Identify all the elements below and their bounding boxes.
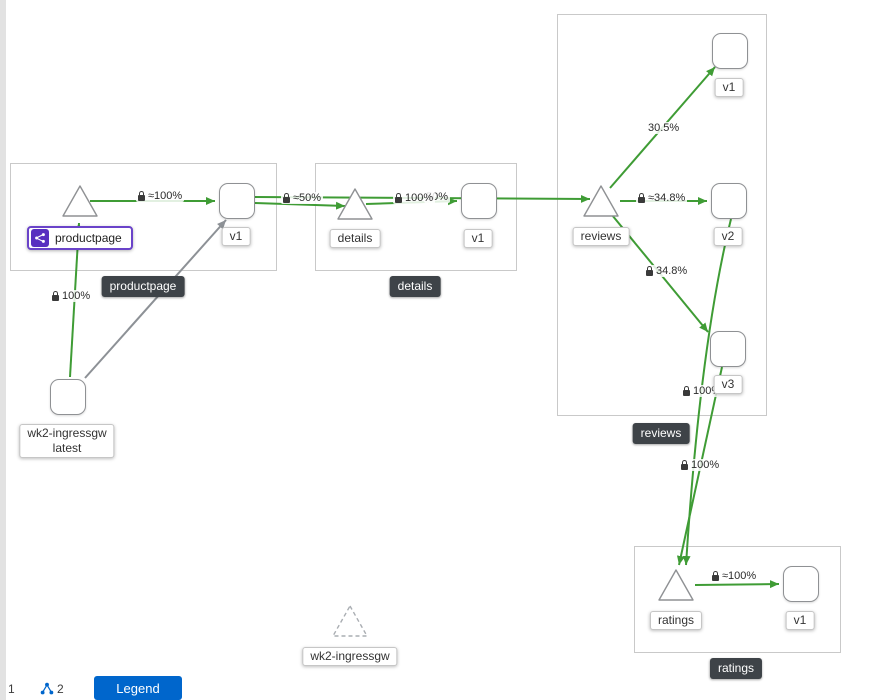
workload-node-reviews-v1[interactable] xyxy=(712,33,748,69)
graph-icon[interactable] xyxy=(40,682,54,700)
ingressgw-name: wk2-ingressgw xyxy=(27,426,107,440)
service-node-reviews[interactable] xyxy=(583,185,619,217)
mtls-lock-icon xyxy=(638,192,645,203)
mtls-lock-icon xyxy=(138,190,145,201)
idle-gateway-node[interactable] xyxy=(332,605,368,637)
mtls-lock-icon xyxy=(681,459,688,470)
workload-node-reviews-v3[interactable] xyxy=(710,331,746,367)
mtls-lock-icon xyxy=(52,290,59,301)
graph-count: 2 xyxy=(57,682,64,696)
workload-node-details-v1[interactable] xyxy=(461,183,497,219)
app-badge-productpage[interactable]: productpage xyxy=(27,226,133,250)
edge-label-reviews-to-v1: 30.5% xyxy=(646,122,682,134)
edge-ingress-to-productpage-v1[interactable] xyxy=(84,219,227,379)
mtls-lock-icon xyxy=(395,192,402,203)
edge-label-reviews-to-v2: ≈34.8% xyxy=(636,192,688,204)
node-label-idle-gateway: wk2-ingressgw xyxy=(302,647,398,666)
edge-productpage-v1-to-details[interactable] xyxy=(254,201,346,210)
edge-label-details-service-to-v1: 100% xyxy=(393,192,436,204)
scrollbar-vertical[interactable] xyxy=(0,0,6,700)
workload-node-ratings-v1[interactable] xyxy=(783,566,819,602)
node-label-ratings-v1: v1 xyxy=(785,611,815,630)
node-label-productpage-v1: v1 xyxy=(221,227,251,246)
workload-node-ingressgw[interactable] xyxy=(50,379,86,415)
workload-node-productpage-v1[interactable] xyxy=(219,183,255,219)
node-label-details-service: details xyxy=(329,229,381,248)
app-icon xyxy=(31,229,49,247)
node-label-details-v1: v1 xyxy=(463,229,493,248)
mtls-lock-icon xyxy=(712,570,719,581)
mtls-lock-icon xyxy=(646,265,653,276)
legend-button[interactable]: Legend xyxy=(94,676,182,700)
group-badge-productpage[interactable]: productpage xyxy=(101,276,185,297)
mtls-lock-icon xyxy=(283,192,290,203)
node-label-ingressgw: wk2-ingressgw latest xyxy=(19,424,115,458)
edge-label-ratings-to-v1: ≈100% xyxy=(710,570,759,582)
node-label-reviews-service: reviews xyxy=(572,227,630,246)
edge-ratings-service-to-v1[interactable] xyxy=(694,580,780,589)
node-label-ratings-service: ratings xyxy=(649,611,703,630)
edge-label-pp-service-to-v1: ≈100% xyxy=(136,190,185,202)
edge-label-ingress-to-productpage: 100% xyxy=(50,290,93,302)
ingressgw-version: latest xyxy=(52,441,82,455)
group-badge-details[interactable]: details xyxy=(389,276,441,297)
edge-label-reviews-to-v3: 34.8% xyxy=(644,265,690,277)
service-node-productpage[interactable] xyxy=(62,185,98,217)
mtls-lock-icon xyxy=(683,385,690,396)
edge-reviews-v2-to-ratings[interactable] xyxy=(682,218,732,566)
edge-label-pp-v1-to-details: ≈50% xyxy=(281,192,324,204)
group-badge-reviews[interactable]: reviews xyxy=(632,423,690,444)
service-node-details[interactable] xyxy=(337,188,373,220)
service-node-ratings[interactable] xyxy=(658,569,694,601)
page-indicator: 1 xyxy=(8,682,15,696)
node-label-reviews-v3: v3 xyxy=(713,375,743,394)
workload-node-reviews-v2[interactable] xyxy=(711,183,747,219)
node-label-reviews-v1: v1 xyxy=(714,78,744,97)
edge-label-v2-to-ratings: 100% xyxy=(679,459,722,471)
app-node-label: productpage xyxy=(55,231,122,245)
node-label-reviews-v2: v2 xyxy=(713,227,743,246)
group-badge-ratings[interactable]: ratings xyxy=(709,658,763,679)
